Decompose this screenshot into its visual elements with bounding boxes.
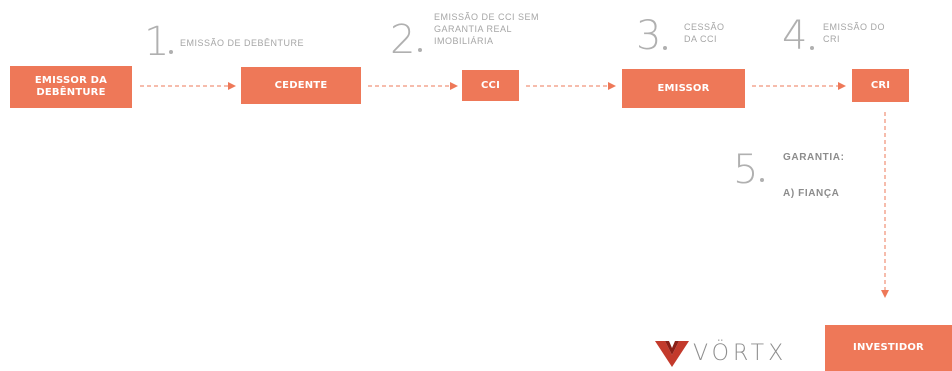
cri-box: CRI — [852, 69, 909, 102]
step-5-number: 5 — [733, 147, 759, 193]
step-3-number: 3 — [636, 13, 662, 59]
emissor-box: EMISSOR — [622, 69, 745, 108]
arrow-4-head — [838, 82, 846, 90]
investidor-box: INVESTIDOR — [825, 325, 952, 371]
step-4-dot — [810, 46, 814, 50]
step-2-label: EMISSÃO DE CCI SEM GARANTIA REAL IMOBILI… — [434, 12, 540, 46]
step-1-label: EMISSÃO DE DEBÊNTURE — [180, 38, 305, 48]
step-4-number: 4 — [782, 13, 808, 59]
step-2-dot — [418, 48, 422, 52]
arrow-5-head — [881, 290, 889, 298]
arrow-3-head — [608, 82, 616, 90]
step-2-number: 2 — [390, 17, 416, 63]
arrow-2-head — [450, 82, 458, 90]
step-3-label: CESSÃO DA CCI — [684, 22, 725, 44]
step-5-dot — [760, 178, 764, 182]
vortx-logo-mark-icon — [655, 341, 689, 367]
step-1-number: 1 — [144, 19, 170, 65]
cedente-box: CEDENTE — [241, 67, 361, 104]
arrow-1-head — [228, 82, 236, 90]
vortx-logo-text: VÖRTX — [693, 341, 788, 366]
emissor-debenture-box: EMISSOR DA DEBÊNTURE — [10, 66, 132, 108]
cci-box: CCI — [462, 70, 519, 101]
guarantee-title: GARANTIA: — [783, 152, 845, 163]
step-1-dot — [169, 50, 173, 54]
step-3-dot — [663, 46, 667, 50]
step-4-label: EMISSÃO DO CRI — [823, 22, 886, 44]
guarantee-item: A) FIANÇA — [783, 188, 840, 199]
